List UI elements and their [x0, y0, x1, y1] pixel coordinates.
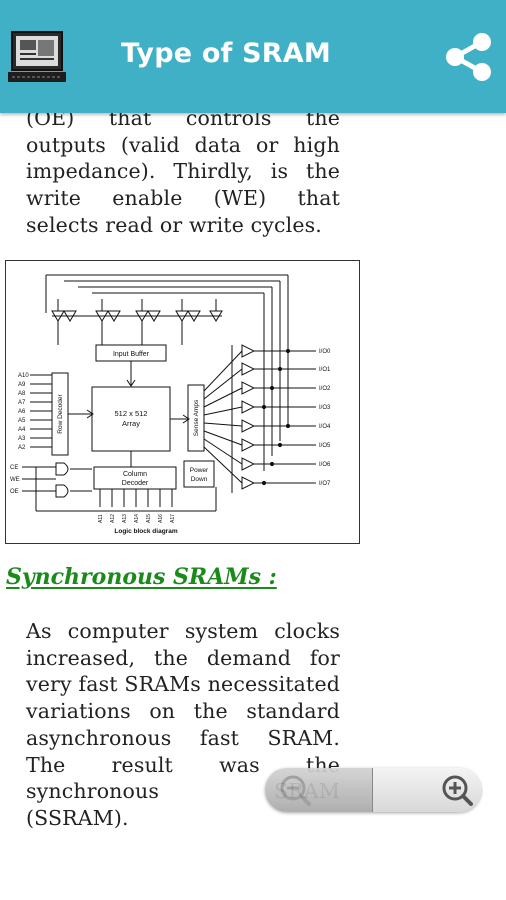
zoom-in-icon — [442, 775, 473, 806]
io-labels: I/O0 I/O1 I/O2 I/O3 I/O4 I/O5 I/O6 I/O7 — [319, 349, 331, 487]
svg-text:I/O0: I/O0 — [319, 349, 331, 355]
column-decoder-label-2: Decoder — [122, 480, 149, 487]
svg-text:A3: A3 — [18, 436, 26, 442]
zoom-divider — [372, 768, 373, 812]
svg-text:A4: A4 — [18, 427, 26, 433]
column-decoder-box — [93, 466, 177, 490]
diagram-caption: Logic block diagram — [114, 528, 177, 535]
svg-text:A13: A13 — [122, 514, 128, 523]
svg-text:A17: A17 — [170, 514, 176, 523]
svg-text:A2: A2 — [18, 445, 26, 451]
section-heading: Synchronous SRAMs : — [6, 564, 277, 590]
array-label: Array — [122, 419, 140, 428]
sense-amps-box — [187, 384, 205, 452]
svg-text:A8: A8 — [18, 391, 26, 397]
page-title: Type of SRAM — [121, 38, 331, 69]
svg-text:A10: A10 — [18, 373, 29, 379]
zoom-controls — [265, 768, 481, 812]
svg-text:A11: A11 — [98, 514, 104, 523]
svg-text:I/O6: I/O6 — [319, 462, 331, 468]
svg-text:A7: A7 — [18, 400, 26, 406]
sram-block-diagram: Input Buffer Row Decoder A10 A9 A8 A7 A6… — [10, 274, 331, 535]
svg-text:A5: A5 — [18, 418, 26, 424]
column-decoder-label-1: Column — [123, 471, 147, 478]
zoom-out-button[interactable] — [265, 768, 372, 812]
sense-amps-label: Sense Amps — [193, 399, 200, 436]
input-tristate-buffers — [51, 299, 223, 345]
top-bus-lines — [45, 274, 289, 471]
power-down-label-1: Power — [190, 467, 209, 474]
svg-text:A15: A15 — [146, 514, 152, 523]
computer-chip-icon — [8, 31, 66, 82]
svg-text:I/O4: I/O4 — [319, 424, 331, 430]
zoom-out-icon — [280, 775, 311, 806]
row-decoder-label: Row Decoder — [57, 393, 64, 433]
power-down-box — [183, 460, 215, 488]
input-buffer-label: Input Buffer — [113, 351, 150, 358]
svg-text:I/O1: I/O1 — [319, 367, 331, 373]
svg-text:WE: WE — [10, 477, 20, 483]
control-labels: CE WE OE — [10, 465, 20, 495]
share-icon[interactable] — [440, 28, 498, 86]
section-paragraph: As computer system clocks increased, the… — [26, 619, 340, 830]
address-lines — [30, 374, 52, 448]
svg-text:CE: CE — [10, 465, 18, 471]
svg-text:I/O3: I/O3 — [319, 405, 331, 411]
array-size-label: 512 x 512 — [115, 409, 148, 418]
logic-block-diagram: Input Buffer Row Decoder A10 A9 A8 A7 A6… — [5, 260, 360, 544]
svg-text:I/O2: I/O2 — [319, 386, 331, 392]
intro-paragraph: (OE) that controls the outputs (valid da… — [26, 106, 340, 237]
svg-text:A12: A12 — [110, 514, 116, 523]
svg-text:A16: A16 — [158, 514, 164, 523]
svg-text:I/O5: I/O5 — [319, 443, 331, 449]
power-down-label-2: Down — [191, 476, 208, 483]
svg-text:A14: A14 — [134, 514, 140, 523]
zoom-in-button[interactable] — [373, 768, 481, 812]
output-buffers — [203, 344, 316, 493]
control-logic — [22, 462, 216, 512]
svg-text:OE: OE — [10, 489, 19, 495]
svg-text:A6: A6 — [18, 409, 26, 415]
column-address-lines — [99, 489, 173, 507]
svg-text:I/O7: I/O7 — [319, 481, 331, 487]
app-bar: Type of SRAM — [0, 0, 506, 113]
column-address-labels: A11 A12 A13 A14 A15 A16 A17 — [98, 514, 176, 523]
address-labels: A10 A9 A8 A7 A6 A5 A4 A3 A2 — [18, 373, 29, 451]
svg-text:A9: A9 — [18, 382, 26, 388]
